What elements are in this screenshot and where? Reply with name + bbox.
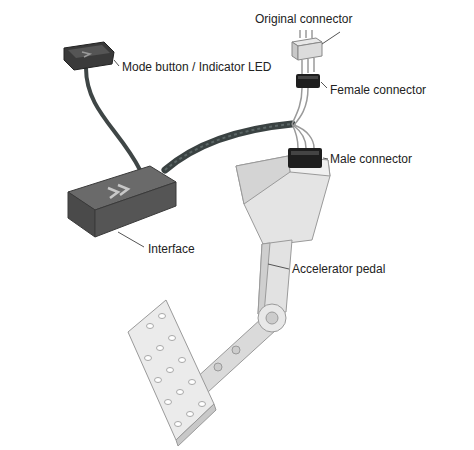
interface-box [68,166,176,237]
mode-button [64,42,114,70]
male-connector [288,148,322,168]
leader-lines [114,32,340,269]
part-label: Interface [148,242,195,256]
button-cable [86,68,140,170]
harness-wires [292,88,314,148]
short-wires [302,58,314,74]
part-label: Accelerator pedal [292,262,385,276]
pedal-housing [236,156,330,246]
part-label: Mode button / Indicator LED [122,60,271,74]
pedal-arm [194,240,292,392]
part-label: Male connector [330,152,412,166]
original-connector [292,38,322,60]
vehicle-wires [300,30,312,38]
female-connector [296,74,320,88]
part-label: Original connector [255,12,352,26]
part-label: Female connector [330,83,426,97]
pedal-plate [128,300,216,446]
